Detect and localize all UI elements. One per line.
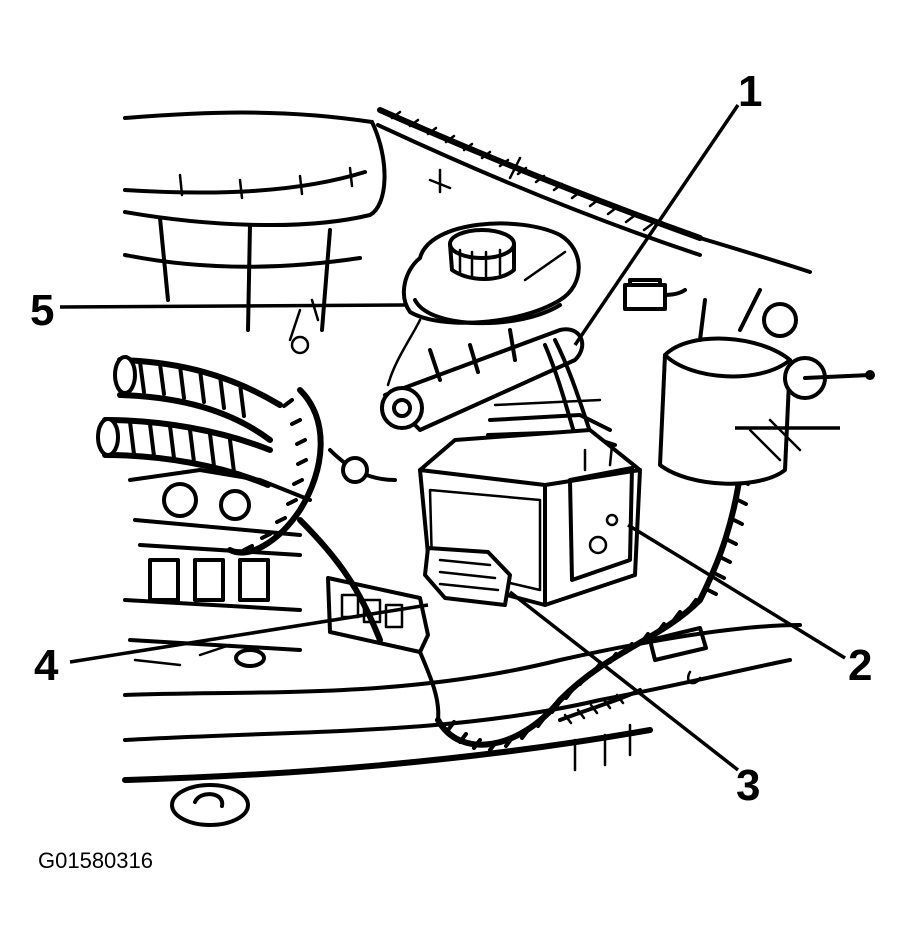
figure-id: G01580316 [38, 848, 153, 873]
master-cylinder-body [380, 318, 585, 432]
brake-fluid-reservoir [401, 221, 581, 326]
callout-5: 5 [30, 286, 54, 335]
callout-3: 3 [736, 761, 760, 810]
engine-hoses [96, 355, 324, 556]
leader-line-3 [508, 590, 740, 772]
air-cleaner-housing [123, 110, 387, 355]
ebcm-connector [423, 546, 512, 607]
leader-lines [59, 104, 846, 772]
engine-block-front [123, 448, 397, 667]
relay-connector-block [326, 576, 441, 722]
right-side-component [623, 283, 875, 486]
fender-structure [122, 517, 802, 827]
callout-4: 4 [34, 641, 59, 690]
leader-line-5 [59, 303, 406, 309]
callout-1: 1 [738, 67, 762, 116]
leader-line-4 [69, 603, 429, 664]
leader-line-2 [627, 523, 846, 660]
callout-2: 2 [848, 641, 872, 690]
leader-line-1 [573, 104, 740, 346]
